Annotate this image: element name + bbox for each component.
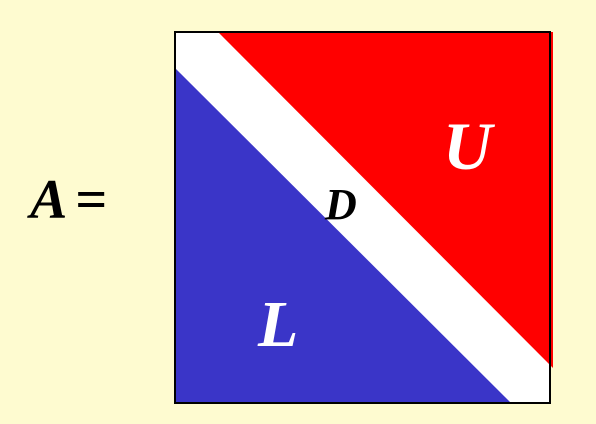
lower-triangle-label: L (258, 288, 299, 361)
diagonal-label: D (325, 180, 357, 229)
matrix-upper-region (218, 32, 553, 368)
upper-triangle-label: U (443, 108, 493, 184)
matrix-border (174, 31, 551, 404)
matrix-lower-region (175, 68, 512, 404)
equation-variable: A (30, 169, 68, 231)
equation-lhs: A= (30, 172, 107, 228)
equation-operator: = (75, 169, 108, 231)
